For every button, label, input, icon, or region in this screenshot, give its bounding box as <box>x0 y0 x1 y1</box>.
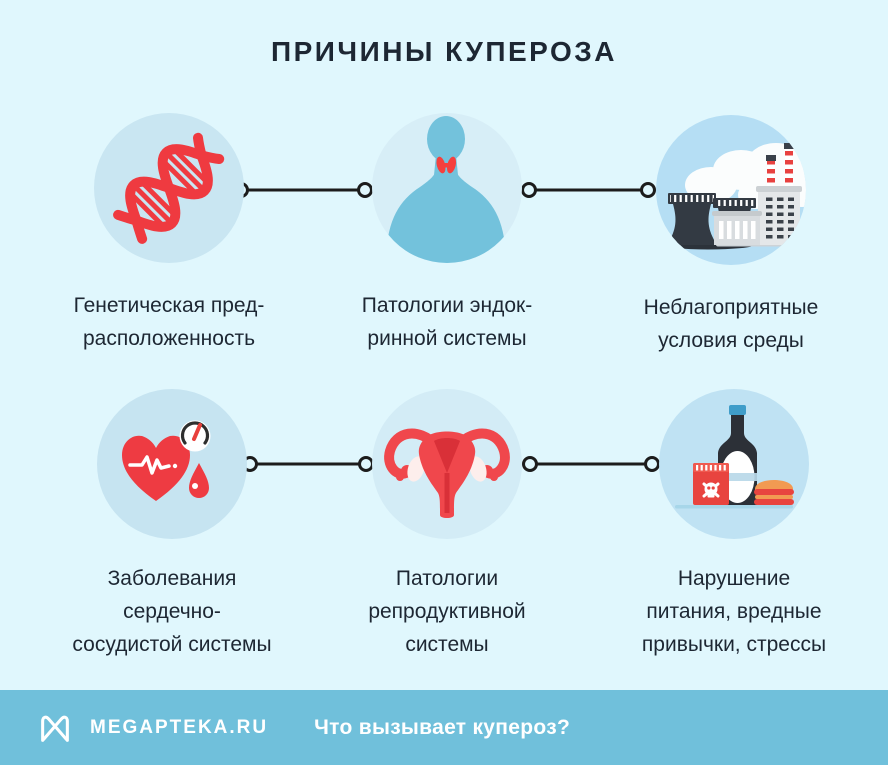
cause-circle <box>372 389 522 539</box>
heart-pressure-icon <box>122 420 211 501</box>
factory-smoke-icon <box>662 143 806 250</box>
cause-label: Неблагоприятные условия среды <box>643 296 819 352</box>
cause-circle <box>659 389 809 539</box>
cause-circle <box>656 115 806 265</box>
cause-label: Заболевания сердечно- сосудистой системы <box>72 567 272 656</box>
cause-label: Генетическая пред- расположенность <box>73 294 265 350</box>
cause-endocrine: Патологии эндок- ринной системы <box>297 113 597 355</box>
megapteka-logo <box>41 715 69 742</box>
cause-label: Нарушение питания, вредные привычки, стр… <box>641 567 827 656</box>
cause-reproductive: Патологии репродуктивной системы <box>297 389 597 661</box>
dna-icon <box>113 132 225 244</box>
cause-environment: Неблагоприятные условия среды <box>581 115 881 357</box>
cause-cardiovascular: Заболевания сердечно- сосудистой системы <box>22 389 322 661</box>
cause-circle <box>97 389 247 539</box>
cause-label: Патологии эндок- ринной системы <box>361 294 533 350</box>
cause-circle <box>372 113 522 263</box>
alcohol-cigarettes-fastfood-icon <box>675 405 794 509</box>
footer-question: Что вызывает купероз? <box>314 715 571 739</box>
brand-text: MEGAPTEKA.RU <box>90 716 269 738</box>
endocrine-body-icon <box>386 116 506 263</box>
cause-genetic: Генетическая пред- расположенность <box>19 113 319 355</box>
cause-circle <box>94 113 244 263</box>
cause-label: Патологии репродуктивной системы <box>368 567 526 656</box>
cause-lifestyle: Нарушение питания, вредные привычки, стр… <box>584 389 884 661</box>
footer-bar: MEGAPTEKA.RU Что вызывает купероз? <box>0 690 888 765</box>
uterus-icon <box>384 428 510 518</box>
page-title: ПРИЧИНЫ КУПЕРОЗА <box>271 36 617 67</box>
